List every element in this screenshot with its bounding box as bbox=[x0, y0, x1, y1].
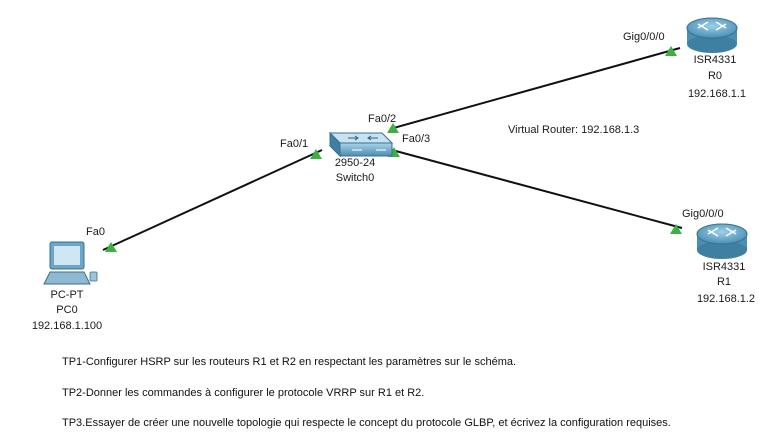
port-up-indicator-r0 bbox=[665, 46, 677, 56]
port-up-indicator-sw-fa01 bbox=[310, 149, 322, 159]
pc-icon[interactable] bbox=[43, 241, 98, 285]
instruction-tp1: TP1-Configurer HSRP sur les routeurs R1 … bbox=[62, 356, 517, 368]
link-pc0-switch0[interactable] bbox=[102, 149, 323, 251]
r1-name: R1 bbox=[716, 276, 732, 288]
port-label-sw-fa01: Fa0/1 bbox=[280, 138, 309, 150]
switch0-name: Switch0 bbox=[335, 172, 375, 184]
virtual-router-label: Virtual Router: 192.168.1.3 bbox=[508, 124, 640, 136]
port-label-r1-gig: Gig0/0/0 bbox=[682, 208, 724, 220]
link-switch0-r0[interactable] bbox=[389, 47, 681, 130]
pc0-name: PC0 bbox=[56, 304, 78, 316]
r1-model: ISR4331 bbox=[702, 261, 746, 273]
switch-icon[interactable] bbox=[328, 131, 394, 158]
port-label-r0-gig: Gig0/0/0 bbox=[623, 31, 665, 43]
port-label-sw-fa02: Fa0/2 bbox=[368, 113, 397, 125]
instruction-tp3: TP3.Essayer de créer une nouvelle topolo… bbox=[62, 417, 671, 429]
port-label-pc0-fa0: Fa0 bbox=[86, 226, 105, 238]
r1-ip: 192.168.1.2 bbox=[696, 293, 756, 305]
instruction-tp2: TP2-Donner les commandes à configurer le… bbox=[62, 387, 425, 399]
link-switch0-r1[interactable] bbox=[391, 149, 683, 229]
port-up-indicator-pc0 bbox=[105, 242, 117, 252]
r0-model: ISR4331 bbox=[693, 54, 737, 66]
port-up-indicator-sw-fa02 bbox=[387, 123, 399, 133]
router-icon[interactable] bbox=[696, 223, 748, 259]
port-up-indicator-r1 bbox=[670, 224, 682, 234]
pc0-ip: 192.168.1.100 bbox=[31, 320, 103, 332]
router-icon[interactable] bbox=[686, 17, 738, 53]
r0-name: R0 bbox=[707, 70, 723, 82]
port-label-sw-fa03: Fa0/3 bbox=[402, 133, 431, 145]
switch0-model: 2950-24 bbox=[334, 157, 376, 169]
pc0-model: PC-PT bbox=[50, 289, 84, 301]
r0-ip: 192.168.1.1 bbox=[687, 88, 747, 100]
